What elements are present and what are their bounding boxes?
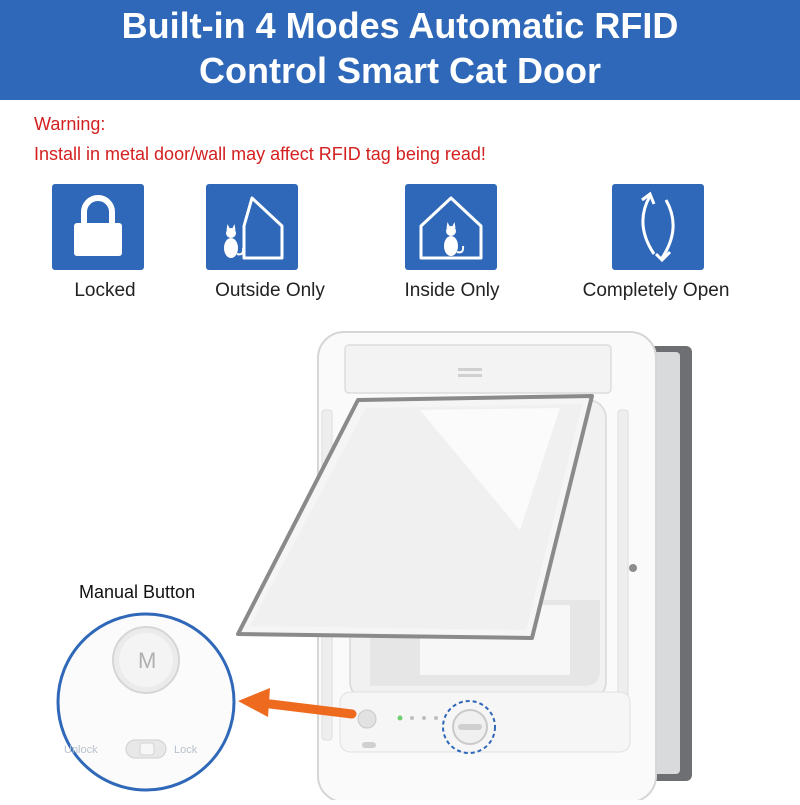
dial-highlight-circle bbox=[442, 700, 496, 754]
mode-completely-open: Completely Open bbox=[566, 184, 746, 304]
warning-heading: Warning: bbox=[34, 114, 106, 134]
banner-title-line-2: Control Smart Cat Door bbox=[198, 50, 601, 91]
switch-unlock-label: Unlock bbox=[64, 744, 98, 756]
pointer-arrow bbox=[257, 698, 357, 719]
mode-outside-only: Outside Only bbox=[180, 184, 360, 304]
two-way-arrows-icon bbox=[612, 184, 704, 270]
cat-outside-house-icon bbox=[206, 184, 298, 270]
mode-label: Outside Only bbox=[215, 280, 325, 301]
padlock-icon bbox=[52, 184, 144, 270]
mode-label: Completely Open bbox=[582, 280, 730, 301]
manual-button-small bbox=[357, 709, 377, 729]
cat-inside-house-icon bbox=[405, 184, 497, 270]
warning-text: Install in metal door/wall may affect RF… bbox=[34, 144, 486, 164]
switch-lock-label: Lock bbox=[174, 744, 198, 756]
mode-locked: Locked bbox=[15, 184, 195, 304]
cat-door-illustration bbox=[236, 331, 692, 800]
mode-inside-only: Inside Only bbox=[362, 184, 542, 304]
mode-label: Locked bbox=[74, 280, 136, 301]
manual-button-letter: M bbox=[138, 648, 156, 673]
title-banner: Built-in 4 Modes Automatic RFID Control … bbox=[0, 0, 800, 100]
manual-button-label: Manual Button bbox=[79, 582, 196, 602]
banner-title-line-1: Built-in 4 Modes Automatic RFID bbox=[121, 5, 679, 46]
mode-label: Inside Only bbox=[404, 280, 500, 301]
manual-button-zoom: M Unlock Lock bbox=[56, 605, 236, 800]
